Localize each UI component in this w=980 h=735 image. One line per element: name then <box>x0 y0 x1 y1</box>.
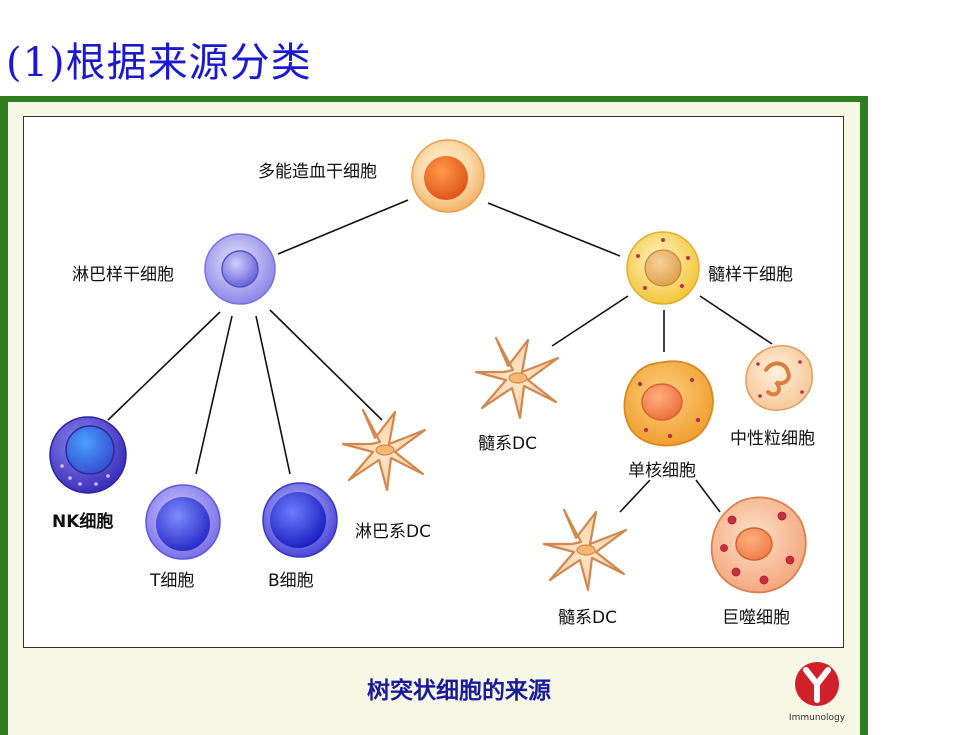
myeloid-dc-2-label: 髓系DC <box>558 608 617 628</box>
myeloid-stem-label: 髓样干细胞 <box>708 265 793 285</box>
t-cell-label: T细胞 <box>150 571 195 591</box>
hsc-cell-icon <box>411 139 485 213</box>
nk-cell-icon <box>49 416 127 494</box>
b-cell-label: B细胞 <box>268 571 314 591</box>
lymphoid-stem-cell-icon <box>204 233 276 305</box>
neutrophil-label: 中性粒细胞 <box>730 429 815 449</box>
myeloid-dc-icon <box>474 336 560 420</box>
b-cell-icon <box>262 482 338 558</box>
neutrophil-icon <box>745 345 813 411</box>
monocyte-label: 单核细胞 <box>628 461 696 481</box>
connector-lines <box>107 199 773 513</box>
immunology-logo: Immunology <box>789 662 846 723</box>
logo-text: Immunology <box>789 713 846 723</box>
myeloid-stem-cell-icon <box>626 231 700 305</box>
figure-caption: 树突状细胞的来源 <box>367 678 551 704</box>
myeloid-dc-label: 髓系DC <box>478 434 537 454</box>
nk-cell-label: NK细胞 <box>52 512 114 532</box>
myeloid-dc-2-icon <box>542 508 628 592</box>
page-heading: (1)根据来源分类 <box>6 40 312 86</box>
lymphoid-dc-label: 淋巴系DC <box>355 522 431 542</box>
t-cell-icon <box>145 484 221 560</box>
lymphoid-stem-label: 淋巴样干细胞 <box>72 265 174 285</box>
monocyte-icon <box>623 360 714 447</box>
hsc-label: 多能造血干细胞 <box>258 162 377 182</box>
macrophage-label: 巨噬细胞 <box>722 608 790 628</box>
lymphoid-dc-icon <box>341 408 427 492</box>
macrophage-icon <box>710 496 807 594</box>
